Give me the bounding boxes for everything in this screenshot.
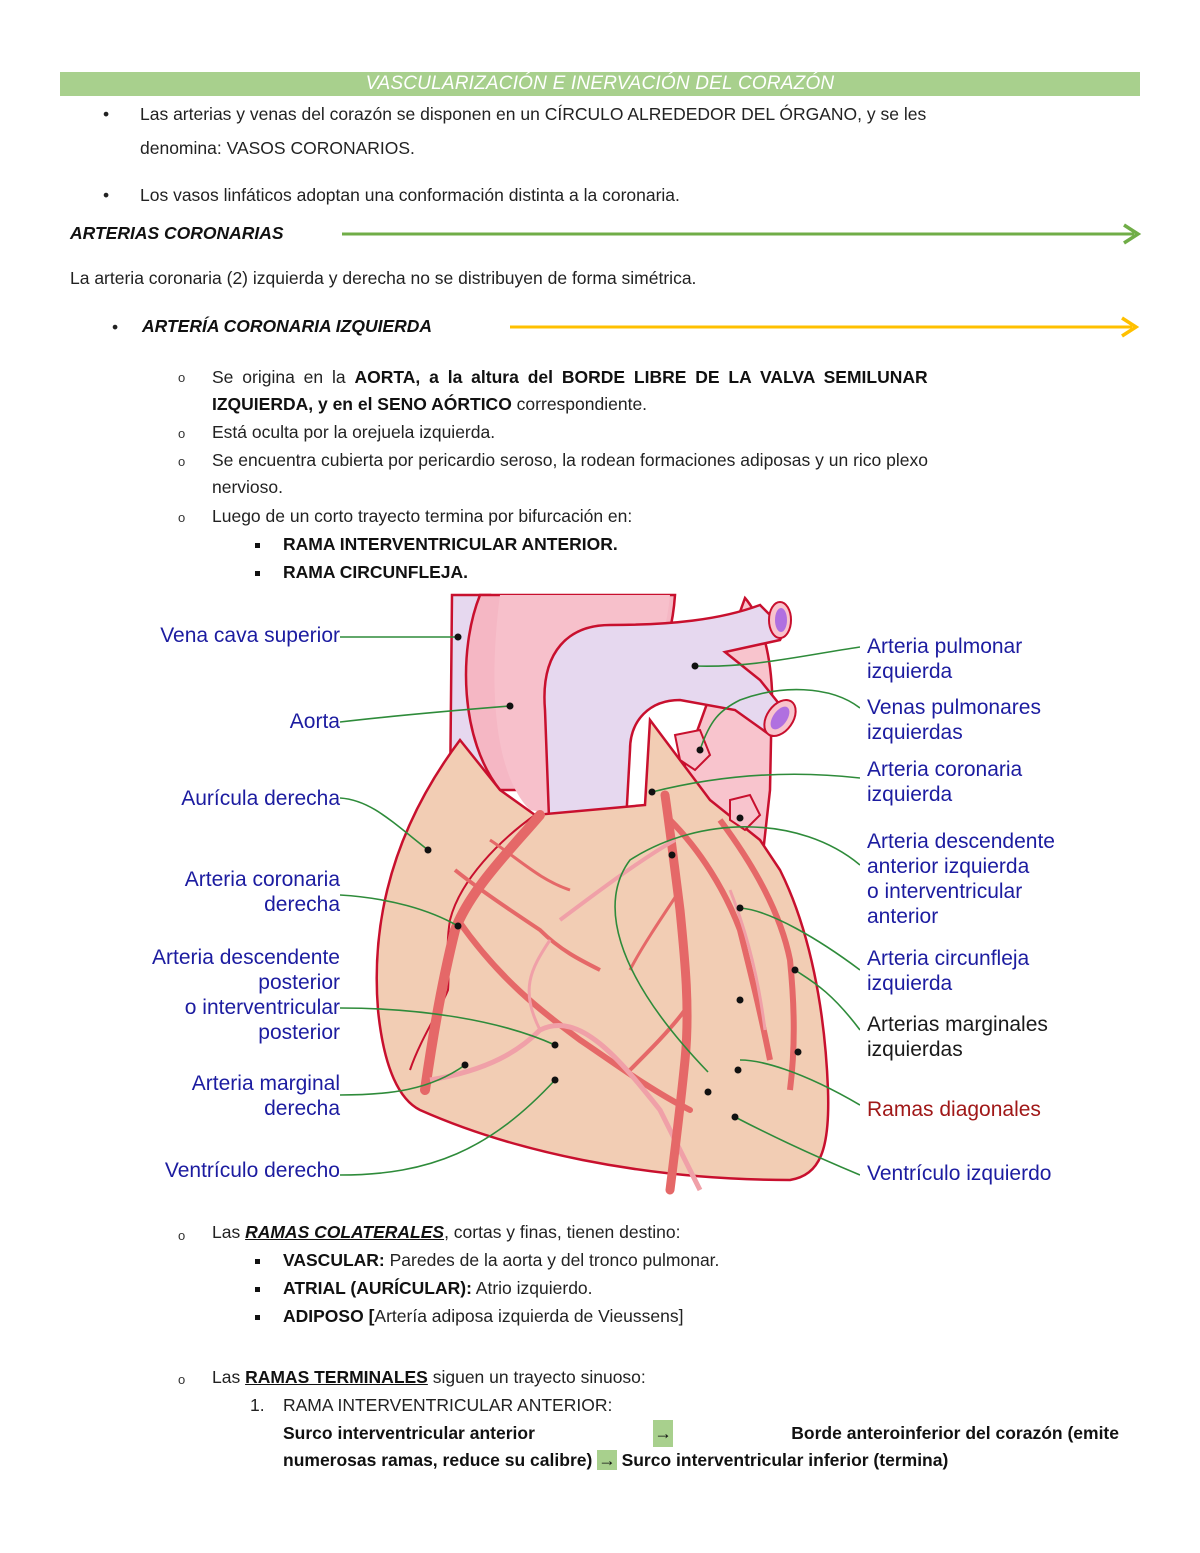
square-bullet-icon — [255, 1287, 260, 1292]
label-arterias-marginales-izquierdas: Arterias marginales izquierdas — [867, 1013, 1048, 1061]
terminal-item-number: 1. — [250, 1395, 265, 1415]
square-bullet-icon — [255, 1315, 260, 1320]
circle-bullet-icon: o — [178, 510, 186, 525]
square-bullet-icon — [255, 571, 260, 576]
label-arteria-coronaria-derecha: Arteria coronaria derecha — [184, 868, 340, 916]
circle-bullet-icon: o — [178, 1228, 186, 1243]
terminal-item-title: RAMA INTERVENTRICULAR ANTERIOR: — [283, 1395, 613, 1415]
circle-bullet-icon: o — [178, 454, 186, 469]
colateral-adiposo: ADIPOSO [Artería adiposa izquierda de Vi… — [283, 1306, 684, 1326]
label-arteria-marginal-derecha: Arteria marginal derecha — [191, 1072, 340, 1120]
bullet-dot-icon: • — [103, 185, 110, 205]
label-arteria-descendente-posterior: Arteria descendente posterior o interven… — [152, 946, 340, 1044]
terminales-intro: Las RAMAS TERMINALES siguen un trayecto … — [212, 1367, 646, 1387]
label-arteria-coronaria-izquierda: Arteria coronaria izquierda — [867, 758, 1023, 806]
label-ventriculo-derecho: Ventrículo derecho — [164, 1159, 340, 1182]
colaterales-intro: Las RAMAS COLATERALES, cortas y finas, t… — [212, 1222, 681, 1242]
label-ventriculo-izquierdo: Ventrículo izquierdo — [867, 1162, 1052, 1185]
intro-bullet-1-line1: Las arterias y venas del corazón se disp… — [140, 104, 927, 124]
intro-bullet-2: Los vasos linfáticos adoptan una conform… — [140, 185, 680, 205]
label-aorta: Aorta — [289, 710, 340, 733]
label-arteria-circunfleja-izquierda: Arteria circunfleja izquierda — [867, 947, 1030, 995]
intro-bullet-1: Las arterias y venas del corazón se disp… — [140, 97, 1130, 165]
colateral-vascular: VASCULAR: Paredes de la aorta y del tron… — [283, 1250, 720, 1270]
item-bifurcacion: Luego de un corto trayecto termina por b… — [212, 506, 633, 526]
square-bullet-icon — [255, 543, 260, 548]
label-auricula-derecha: Aurícula derecha — [181, 787, 340, 810]
rama-interventricular: RAMA INTERVENTRICULAR ANTERIOR. — [283, 534, 618, 554]
arrow-icon: → — [653, 1420, 673, 1447]
rama-circunfleja: RAMA CIRCUNFLEJA. — [283, 562, 469, 582]
colateral-atrial: ATRIAL (AURÍCULAR): Atrio izquierdo. — [283, 1278, 593, 1298]
circle-bullet-icon: o — [178, 426, 186, 441]
paragraph-simetria: La arteria coronaria (2) izquierda y der… — [70, 268, 697, 288]
label-ramas-diagonales: Ramas diagonales — [867, 1098, 1041, 1121]
label-arteria-pulmonar-izquierda: Arteria pulmonar izquierda — [867, 635, 1023, 683]
item-origen: Se origina en la AORTA, a la altura del … — [212, 367, 928, 414]
yellow-arrow-icon — [510, 316, 1140, 338]
label-venas-pulmonares-izquierdas: Venas pulmonares izquierdas — [867, 696, 1041, 744]
heart-diagram — [340, 593, 860, 1195]
page-title: VASCULARIZACIÓN E INERVACIÓN DEL CORAZÓN — [60, 72, 1140, 96]
bullet-dot-icon: • — [112, 317, 119, 337]
item-pericardio: Se encuentra cubierta por pericardio ser… — [212, 450, 928, 497]
section-heading-izquierda: ARTERÍA CORONARIA IZQUIERDA — [142, 316, 433, 336]
square-bullet-icon — [255, 1259, 260, 1264]
terminal-path: Surco interventricular anterior → Borde … — [283, 1420, 1119, 1474]
label-arteria-descendente-anterior: Arteria descendente anterior izquierda o… — [867, 830, 1055, 928]
circle-bullet-icon: o — [178, 1372, 186, 1387]
label-vena-cava-superior: Vena cava superior — [160, 624, 340, 647]
circle-bullet-icon: o — [178, 370, 186, 385]
section-heading-arterias: ARTERIAS CORONARIAS — [70, 223, 284, 243]
green-arrow-icon — [342, 223, 1142, 245]
bullet-dot-icon: • — [103, 104, 110, 124]
arrow-icon: → — [597, 1450, 617, 1470]
item-orejuela: Está oculta por la orejuela izquierda. — [212, 422, 496, 442]
intro-bullet-1-line2: denomina: VASOS CORONARIOS. — [140, 138, 415, 158]
